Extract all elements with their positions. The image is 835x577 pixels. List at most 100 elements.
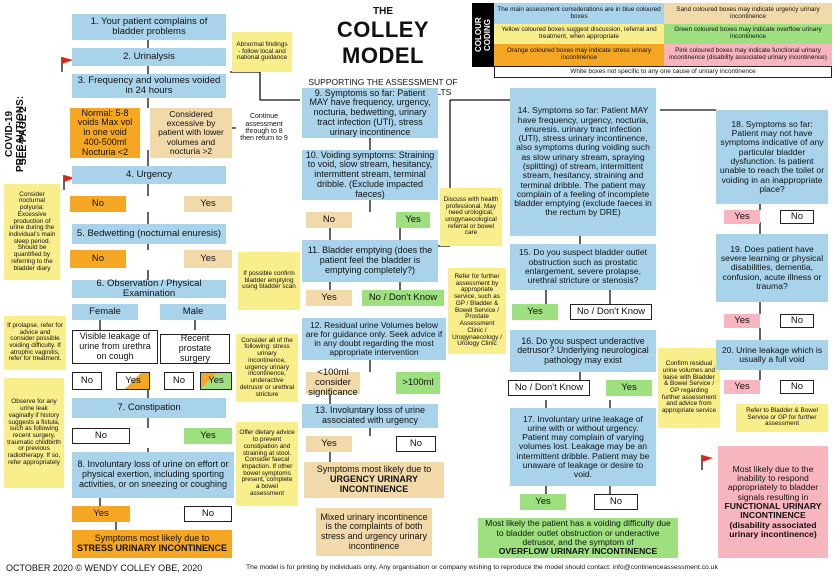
- step-17-no: No: [594, 494, 638, 510]
- step-17: 17. Involuntary urine leakage of urine w…: [510, 408, 656, 486]
- step-15: 15. Do you suspect bladder outlet obstru…: [510, 244, 656, 290]
- step-13-no: No: [396, 436, 436, 452]
- mixed-ui-box: Mixed urinary incontinence is the compla…: [316, 508, 432, 556]
- step-7-no: No: [72, 428, 130, 444]
- prolapse-note: If prolapse, refer for advice and consid…: [4, 316, 66, 370]
- step-10-yes: Yes: [396, 212, 430, 228]
- legend-yellow: Yellow coloured boxes suggest discussion…: [494, 24, 664, 44]
- stress-ui-box: Symptoms most likely due to STRESS URINA…: [72, 530, 232, 558]
- refer-bbs-note: Refer to Bladder & Bowel Service or GP f…: [736, 404, 828, 432]
- red-flag-icon: [63, 175, 75, 190]
- step-9: 9. Symptoms so far: Patient MAY have fre…: [302, 88, 438, 138]
- urinalysis-note: Abnormal findings - follow local and nat…: [232, 32, 292, 72]
- step-20: 20. Urine leakage which is usually a ful…: [716, 340, 828, 370]
- step-19-no: No: [780, 314, 814, 328]
- step-11-no: No / Don't Know: [362, 290, 444, 306]
- step-5: 5. Bedwetting (nocturnal enuresis): [72, 224, 226, 244]
- fistula-note: Observe for any urine leak vaginally if …: [4, 378, 64, 488]
- footer-copyright: OCTOBER 2020 © WENDY COLLEY OBE, 2020: [6, 563, 203, 573]
- step-4-no: No: [70, 196, 126, 212]
- red-flag-icon: [61, 57, 73, 72]
- step-18-no: No: [780, 210, 814, 224]
- health-professional-note: Discuss with health professional. May ne…: [440, 188, 502, 246]
- urgency-ui-label: URGENCY URINARY INCONTINENCE: [329, 474, 418, 494]
- legend-blue: The main assessment considerations are i…: [494, 3, 664, 24]
- functional-ui-label: FUNCTIONAL URINARY INCONTINENCE: [724, 501, 822, 521]
- male-question: Recent prostate surgery: [160, 334, 230, 364]
- step-3: 3. Frequency and volumes voided in 24 ho…: [72, 74, 226, 98]
- male-no: No: [164, 372, 194, 390]
- bladder-scan-note: If possible confirm bladder emptying usi…: [238, 252, 300, 310]
- step-16: 16. Do you suspect underactive detrusor?…: [510, 330, 656, 372]
- female-label: Female: [72, 304, 138, 320]
- page-title: COLLEY MODEL: [336, 17, 430, 68]
- covid-see-page: SEE PAGE 2: [18, 96, 29, 176]
- footer-notice: The model is for printing by individuals…: [246, 564, 718, 571]
- female-no: No: [72, 372, 102, 390]
- functional-ui-text: Most likely due to the inability to resp…: [727, 463, 819, 502]
- step-14: 14. Symptoms so far: Patient MAY have fr…: [510, 88, 656, 236]
- step-3-excessive: Considered excessive by patient with low…: [150, 108, 232, 158]
- male-yes: Yes: [200, 372, 232, 390]
- male-label: Male: [160, 304, 226, 320]
- step-8: 8. Involuntary loss of urine on effort o…: [72, 452, 234, 498]
- step-13-yes: Yes: [306, 436, 352, 452]
- covid-line2: SEE PAGE 2: [18, 106, 29, 166]
- stress-ui-label: STRESS URINARY INCONTINENCE: [76, 543, 228, 553]
- legend-sand: Sand coloured boxes may indicate urgency…: [664, 3, 832, 24]
- dietary-note: Offer dietary advice to prevent constipa…: [236, 422, 298, 506]
- step-7: 7. Constipation: [72, 398, 226, 418]
- consider-all-note: Consider all of the following: stress ur…: [236, 334, 298, 402]
- step-16-no: No / Don't Know: [508, 380, 590, 396]
- step-8-yes: Yes: [72, 506, 130, 522]
- step-12-low: <100ml consider significance: [306, 367, 360, 398]
- step-10: 10. Voiding symptoms: Straining to void,…: [302, 150, 438, 200]
- header-the: THE: [373, 6, 393, 17]
- step-16-yes: Yes: [606, 380, 652, 396]
- step-2: 2. Urinalysis: [72, 48, 226, 66]
- step-12-high: >100ml: [396, 372, 440, 394]
- step-11-yes: Yes: [306, 290, 352, 306]
- step-19: 19. Does patient have severe learning or…: [716, 234, 828, 302]
- urgency-ui-prefix: Symptoms most likely due to: [316, 464, 432, 475]
- step-3-normal: Normal: 5-8 voids Max vol in one void 40…: [70, 108, 140, 158]
- step-4-yes: Yes: [184, 196, 232, 212]
- step-18-yes: Yes: [724, 210, 760, 224]
- overflow-ui-text: Most likely the patient has a voiding di…: [485, 518, 671, 547]
- header-block: THE COLLEY MODEL SUPPORTING THE ASSESSME…: [300, 6, 466, 97]
- step-13: 13. Involuntary loss of urine associated…: [302, 404, 438, 428]
- legend-orange: Orange coloured boxes may indicate stres…: [494, 44, 664, 66]
- continue-note: Continue assessment through to 8 then re…: [236, 104, 292, 152]
- overflow-ui-box: Most likely the patient has a voiding di…: [478, 518, 678, 558]
- female-yes: Yes: [116, 372, 150, 390]
- step-10-no: No: [306, 212, 352, 228]
- step-19-yes: Yes: [724, 314, 760, 328]
- colour-coding-label: COLOUR CODING: [474, 17, 492, 53]
- step-6: 6. Observation / Physical Examination: [72, 278, 226, 299]
- step-5-yes: Yes: [184, 250, 232, 268]
- nocturnal-polyuria-note: Consider nocturnal polyuria: Excessive p…: [4, 184, 60, 280]
- step-18: 18. Symptoms so far: Patient may not hav…: [716, 110, 828, 204]
- red-flag-icon: [701, 455, 713, 470]
- functional-ui-box: Most likely due to the inability to resp…: [718, 446, 828, 558]
- step-4: 4. Urgency: [72, 166, 226, 184]
- legend-green: Green coloured boxes may indicate overfl…: [664, 24, 832, 44]
- step-7-yes: Yes: [184, 428, 232, 444]
- step-1: 1. Your patient complains of bladder pro…: [72, 14, 226, 40]
- colour-coding-label-box: COLOUR CODING: [472, 3, 494, 67]
- stress-ui-prefix: Symptoms most likely due to: [94, 533, 210, 544]
- legend-pink: Pink coloured boxes may indicate functio…: [664, 44, 832, 66]
- legend-white: White boxes not specific to any one caus…: [494, 66, 832, 78]
- functional-ui-sub: (disability associated urinary incontine…: [729, 519, 817, 539]
- confirm-residual-note: Confirm residual urine volumes and liais…: [658, 348, 720, 428]
- step-17-yes: Yes: [520, 494, 566, 510]
- step-20-yes: Yes: [724, 380, 760, 394]
- overflow-ui-label: OVERFLOW URINARY INCONTINENCE: [498, 546, 658, 557]
- urgency-ui-box: Symptoms most likely due to URGENCY URIN…: [304, 462, 444, 498]
- step-12: 12. Residual urine Volumes below are for…: [302, 318, 446, 360]
- refer-further-note: Refer for further assessment by appropri…: [448, 268, 506, 354]
- female-question: Visible leakage of urine from urethra on…: [72, 330, 158, 364]
- step-15-yes: Yes: [512, 304, 558, 320]
- step-11: 11. Bladder emptying (does the patient f…: [302, 240, 438, 282]
- step-8-no: No: [184, 506, 232, 522]
